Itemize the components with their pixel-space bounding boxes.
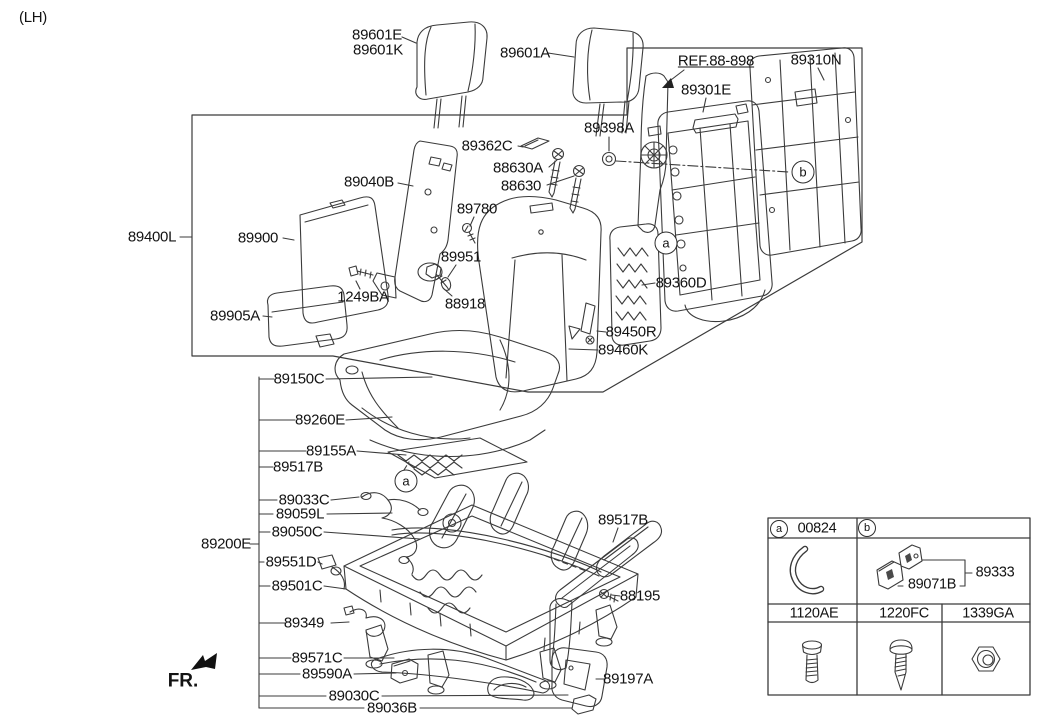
callout-89517b-inner: 89517B (273, 458, 323, 476)
callout-89301e: 89301E (681, 81, 731, 99)
bolt-88195-drawing (598, 588, 619, 603)
cushion-heater-drawing (387, 437, 528, 479)
bracket-89590a-drawing (390, 658, 419, 684)
screw-icon (889, 639, 913, 691)
callout-89040b: 89040B (344, 173, 394, 191)
armrest-drawing (299, 196, 389, 324)
legend-code-1339ga: 1339GA (962, 605, 1014, 622)
cushion-drawing (334, 329, 561, 458)
callout-89780: 89780 (456, 200, 498, 218)
callout-88918: 88918 (444, 295, 486, 313)
callout-89030c: 89030C (328, 687, 380, 705)
callout-88195: 88195 (619, 587, 661, 605)
group-box (191, 47, 863, 393)
bolt-icon (801, 640, 823, 684)
seatback-cushion-drawing (477, 196, 602, 393)
marker-a-cushion: a (394, 469, 418, 493)
headrest-drawing-left (415, 21, 488, 129)
leg-cover-89030c-drawing (487, 676, 535, 701)
callout-89362c: 89362C (461, 137, 513, 155)
callout-89601e: 89601E (352, 26, 402, 44)
seat-frame-drawing (343, 472, 639, 695)
legend-code-89071b: 89071B (907, 576, 957, 593)
callout-89260e: 89260E (295, 411, 345, 429)
legend-code-89333: 89333 (975, 564, 1015, 581)
callout-89349: 89349 (283, 614, 325, 632)
callout-88630a: 88630A (493, 159, 543, 177)
legend-marker-a: a (770, 520, 788, 538)
armrest-frame-drawing (372, 140, 458, 303)
callout-89900: 89900 (237, 229, 279, 247)
wiring-harness-drawing (360, 491, 429, 575)
callout-89450r: 89450R (605, 323, 657, 341)
webbing-drawing (580, 302, 596, 345)
callout-89590a: 89590A (302, 665, 352, 683)
clip-89362c-drawing (520, 137, 550, 150)
bolt-89780-drawing (461, 222, 476, 244)
cover-89571c-drawing (370, 598, 573, 694)
callout-89360d: 89360D (655, 274, 707, 292)
b-cell-leaders (897, 559, 973, 587)
headrest-drawing-center (572, 27, 644, 137)
legend-code-00824: 00824 (797, 520, 837, 537)
callout-89951: 89951 (440, 248, 482, 266)
armrest-lower-drawing (266, 285, 348, 348)
callout-88630: 88630 (500, 177, 542, 195)
back-panel-drawing (749, 47, 862, 256)
nut-89398a-drawing (601, 151, 617, 167)
legend-code-1220fc: 1220FC (879, 605, 929, 622)
leader-lines (179, 36, 825, 709)
legend-marker-b: b (858, 519, 876, 537)
callout-89150c: 89150C (273, 370, 325, 388)
hook-icon (789, 545, 825, 595)
callout-89551d: 89551D (265, 553, 317, 571)
callout-1249ba: 1249BA (337, 288, 389, 306)
callout-89155a: 89155A (306, 442, 356, 460)
callout-89905a: 89905A (210, 307, 260, 325)
bolt-88918-drawing (425, 263, 450, 291)
bolt-1249ba-drawing (348, 265, 374, 279)
washer-89951-drawing (440, 277, 452, 291)
callout-89310n: 89310N (790, 51, 842, 69)
screw-88630a-drawing (548, 147, 565, 198)
clip-icons (876, 544, 923, 590)
callout-89398a: 89398A (584, 119, 634, 137)
orientation-label: (LH) (19, 9, 47, 26)
shield-outer-drawing (555, 520, 663, 609)
fr-label: FR. (167, 670, 199, 692)
callout-89601a: 89601A (500, 44, 550, 62)
callout-89517b-outer: 89517B (598, 511, 648, 529)
callout-89059l: 89059L (275, 505, 325, 523)
callout-89033c: 89033C (278, 491, 330, 509)
marker-a-back: a (654, 231, 678, 255)
marker-b-back: b (791, 160, 815, 184)
leg-cover-89036b-drawing (571, 694, 597, 715)
callout-89197a: 89197A (603, 670, 653, 688)
callout-89050c: 89050C (271, 523, 323, 541)
wiring-89349-drawing (343, 605, 386, 637)
back-heater-drawing (609, 223, 662, 346)
legend-code-1120ae: 1120AE (789, 605, 839, 622)
fr-arrow-icon (191, 653, 217, 670)
callout-89200e: 89200E (201, 535, 251, 553)
nut-icon (971, 646, 1001, 672)
callout-ref-88-898: REF.88-898 (677, 52, 755, 70)
callout-89400l: 89400L (127, 228, 177, 246)
callout-89036b: 89036B (367, 699, 417, 717)
callout-89571c: 89571C (291, 649, 343, 667)
side-shield-drawing (551, 647, 608, 708)
callout-89601k: 89601K (353, 41, 403, 59)
buckle-drawing (317, 554, 346, 590)
callout-89501c: 89501C (271, 577, 323, 595)
ref-latch-drawing (637, 72, 669, 233)
screw-88630-drawing (569, 164, 586, 214)
legend-table-lines (767, 517, 1031, 696)
callout-89460k: 89460K (598, 341, 648, 359)
